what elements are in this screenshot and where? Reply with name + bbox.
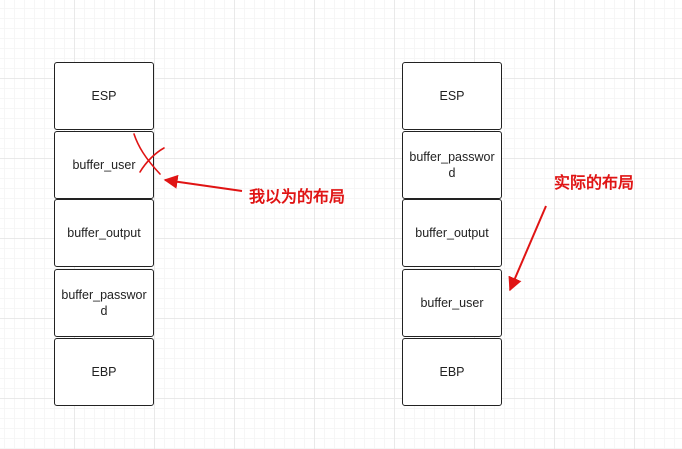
assumed-layout-arrow: [163, 174, 243, 192]
right-block-buffer-output[interactable]: buffer_output: [402, 199, 502, 267]
assumed-layout-label: 我以为的布局: [249, 187, 346, 206]
left-block-esp[interactable]: ESP: [54, 62, 154, 130]
left-block-buffer-output[interactable]: buffer_output: [54, 199, 154, 267]
right-block-esp[interactable]: ESP: [402, 62, 502, 130]
right-block-ebp[interactable]: EBP: [402, 338, 502, 406]
left-block-ebp[interactable]: EBP: [54, 338, 154, 406]
actual-layout-arrow: [508, 205, 547, 292]
right-block-buffer-password[interactable]: buffer_password: [402, 131, 502, 199]
left-block-buffer-password[interactable]: buffer_password: [54, 269, 154, 337]
right-block-buffer-user[interactable]: buffer_user: [402, 269, 502, 337]
cross-mark-icon: [133, 133, 165, 175]
actual-layout-label: 实际的布局: [554, 173, 635, 192]
